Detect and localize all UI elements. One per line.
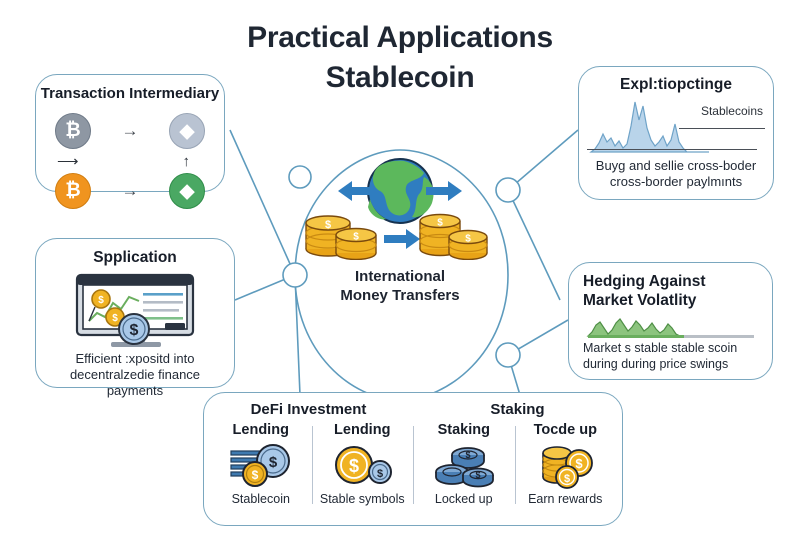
arrow-right-center-icon	[384, 229, 420, 249]
column-staking-locked[interactable]: Staking $ $	[413, 422, 515, 506]
center-hub-illustration: $ $	[305, 158, 488, 261]
coin-stack-left-icon: $ $	[305, 215, 377, 261]
svg-text:$: $	[130, 322, 139, 339]
blue-coin-pile-icon: $ $	[413, 438, 515, 492]
column-lending-stablecoin[interactable]: Lending $ $ Stablecoin	[210, 422, 312, 506]
chart-legend-label: Stablecoins	[700, 104, 763, 118]
svg-text:$: $	[475, 470, 480, 480]
svg-text:$: $	[465, 234, 471, 245]
svg-text:$: $	[576, 456, 584, 471]
card-headings: DeFi Investment Staking	[204, 401, 622, 418]
globe-icon	[367, 158, 434, 224]
svg-text:$: $	[269, 454, 278, 471]
svg-text:$: $	[353, 232, 359, 243]
baseline-rule-line	[587, 149, 757, 150]
volatility-chart-area: Stablecoins	[579, 96, 773, 154]
column-group: Lending $ $ Stablecoin	[204, 422, 622, 506]
caption-line-2: cross-border paylmınts	[609, 174, 743, 189]
ethereum-coin-gray-icon: ◆	[169, 113, 205, 149]
center-label-line-2: Money Transfers	[340, 287, 460, 304]
card-title: Transaction Intermediary	[40, 85, 220, 102]
svg-text:$: $	[465, 450, 470, 460]
arrow-right-icon: →	[121, 181, 139, 200]
svg-text:$: $	[112, 313, 118, 324]
caption-line-2: decentralzedie finance	[69, 367, 201, 382]
card-title-line-2: Market Volatlity	[583, 292, 697, 309]
long-arrow-right-icon: ⟶	[57, 153, 78, 170]
token-exchange-diagram: ₿ → ◆ ⟶ ↑ ₿ → ◆	[55, 111, 205, 211]
card-caption: Market s stable stable scoin during duri…	[569, 340, 772, 372]
column-caption: Locked up	[434, 492, 493, 506]
card-application[interactable]: Spplication $ $	[35, 238, 235, 398]
arrow-up-icon: ↑	[182, 152, 191, 170]
arrow-right-icon	[426, 181, 462, 201]
junction-node-top-right	[495, 177, 521, 203]
stacked-coins-blue-gold-icon: $ $	[210, 438, 312, 492]
volatility-area-chart-icon	[589, 101, 709, 153]
gold-coin-pile-icon: $ $	[515, 438, 617, 492]
heading-staking: Staking	[490, 401, 545, 418]
ethereum-coin-green-icon: ◆	[169, 173, 205, 209]
svg-text:$: $	[325, 219, 331, 231]
column-lending-symbols[interactable]: Lending $ $ Stable symbols	[311, 422, 414, 506]
svg-text:$: $	[349, 456, 359, 476]
card-title: Expl:tiopctinge	[620, 76, 732, 93]
column-caption: Stablecoin	[231, 492, 290, 506]
card-title: Hedging Against Market Volatlity	[569, 272, 772, 310]
exchange-mid-row: ⟶ ↑	[55, 151, 205, 171]
title-line-2: Stablecoin	[325, 61, 475, 94]
caption-line-1: Market s stable stable scoin	[583, 341, 738, 355]
coin-stack-right-icon: $ $	[419, 213, 488, 261]
column-caption: Stable symbols	[319, 492, 405, 506]
junction-node-left	[282, 262, 308, 288]
arrow-right-icon: →	[121, 121, 139, 140]
card-defi-staking[interactable]: DeFi Investment Staking Lending $	[203, 392, 623, 526]
center-hub: $ $	[300, 155, 500, 304]
caption-line-1: Efficient :xpositd into	[75, 351, 195, 366]
page-title: Practical Applications Stablecoin	[0, 18, 800, 98]
exchange-row-2: ₿ → ◆	[55, 171, 205, 211]
card-title: Spplication	[93, 249, 177, 266]
svg-text:$: $	[377, 468, 383, 480]
card-caption: Buyg and sellie cross-boder cross-border…	[579, 158, 773, 190]
card-transaction-intermediary[interactable]: Transaction Intermediary ₿ → ◆ ⟶ ↑ ₿ → ◆	[35, 74, 225, 209]
card-exploiting[interactable]: Expl:tiopctinge Stablecoins Buyg and sel…	[578, 66, 774, 200]
exchange-row-1: ₿ → ◆	[55, 111, 205, 151]
card-title-line-1: Hedging Against	[583, 273, 706, 290]
svg-text:$: $	[564, 473, 570, 485]
svg-text:$: $	[251, 468, 258, 482]
caption-line-3: payments	[106, 383, 164, 398]
title-line-1: Practical Applications	[247, 21, 553, 54]
card-hedging[interactable]: Hedging Against Market Volatlity Market …	[568, 262, 773, 380]
monitor-dashboard-icon: $ $ $	[71, 273, 199, 349]
center-label-line-1: International	[354, 268, 445, 285]
column-title: Staking	[437, 422, 490, 438]
junction-node-top-left	[288, 165, 312, 189]
bitcoin-coin-orange-icon: ₿	[55, 173, 91, 209]
center-label: International Money Transfers	[300, 267, 500, 305]
green-wave-chart-icon	[584, 316, 758, 338]
svg-text:$: $	[98, 295, 104, 306]
junction-node-bottom-right	[495, 342, 521, 368]
bitcoin-coin-gray-icon: ₿	[55, 113, 91, 149]
two-coins-gold-blue-icon: $ $	[312, 438, 414, 492]
column-caption: Earn rewards	[528, 492, 603, 506]
column-title: Tocde up	[533, 422, 597, 438]
caption-line-1: Buyg and sellie cross-boder	[595, 158, 757, 173]
column-title: Lending	[334, 422, 391, 438]
column-title: Lending	[232, 422, 289, 438]
column-earn-rewards[interactable]: Tocde up $	[514, 422, 617, 506]
card-caption: Efficient :xpositd into decentralzedie f…	[36, 351, 234, 399]
heading-defi-investment: DeFi Investment	[250, 401, 367, 418]
arrow-left-icon	[338, 181, 374, 201]
svg-text:$: $	[437, 218, 443, 229]
caption-line-2: during during price swings	[583, 357, 729, 371]
legend-rule-line	[679, 128, 765, 129]
